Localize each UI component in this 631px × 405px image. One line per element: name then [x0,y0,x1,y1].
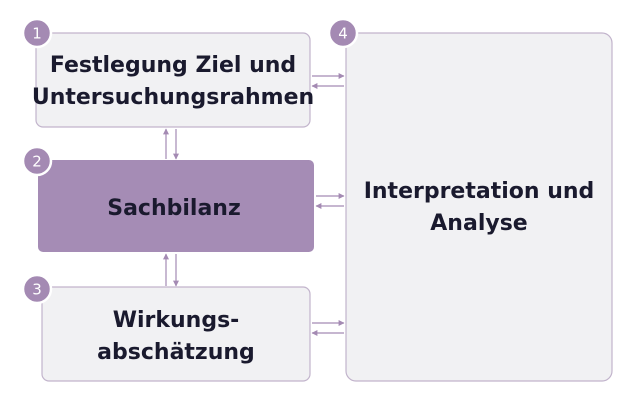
step-2-box: Sachbilanz [38,160,314,252]
step-4-box: Interpretation und Analyse [345,32,613,382]
step-3-box: Wirkungs- abschätzung [41,286,311,382]
step-3-badge: 3 [21,273,53,305]
step-4-number: 4 [338,25,348,43]
step-4-badge: 4 [327,17,359,49]
connector-3-4 [311,320,345,336]
connector-2-3 [163,253,179,287]
step-2-badge: 2 [21,145,53,177]
step-4-line-2: Analyse [430,211,527,236]
step-1-line-1: Festlegung Ziel und [50,53,296,78]
step-3-number: 3 [32,281,42,299]
step-2-label: Sachbilanz [107,196,241,221]
connector-1-2 [163,128,179,160]
step-4-line-1: Interpretation und [364,179,595,204]
step-3-line-1: Wirkungs- [113,308,240,333]
step-1-number: 1 [32,25,42,43]
step-1-line-2: Untersuchungsrahmen [32,85,314,110]
step-1-badge: 1 [21,17,53,49]
connector-1-4 [311,73,345,89]
connector-2-4 [315,193,345,209]
step-1-box: Festlegung Ziel und Untersuchungsrahmen [32,32,314,128]
step-2-number: 2 [32,153,42,171]
step-3-line-2: abschätzung [97,340,255,365]
